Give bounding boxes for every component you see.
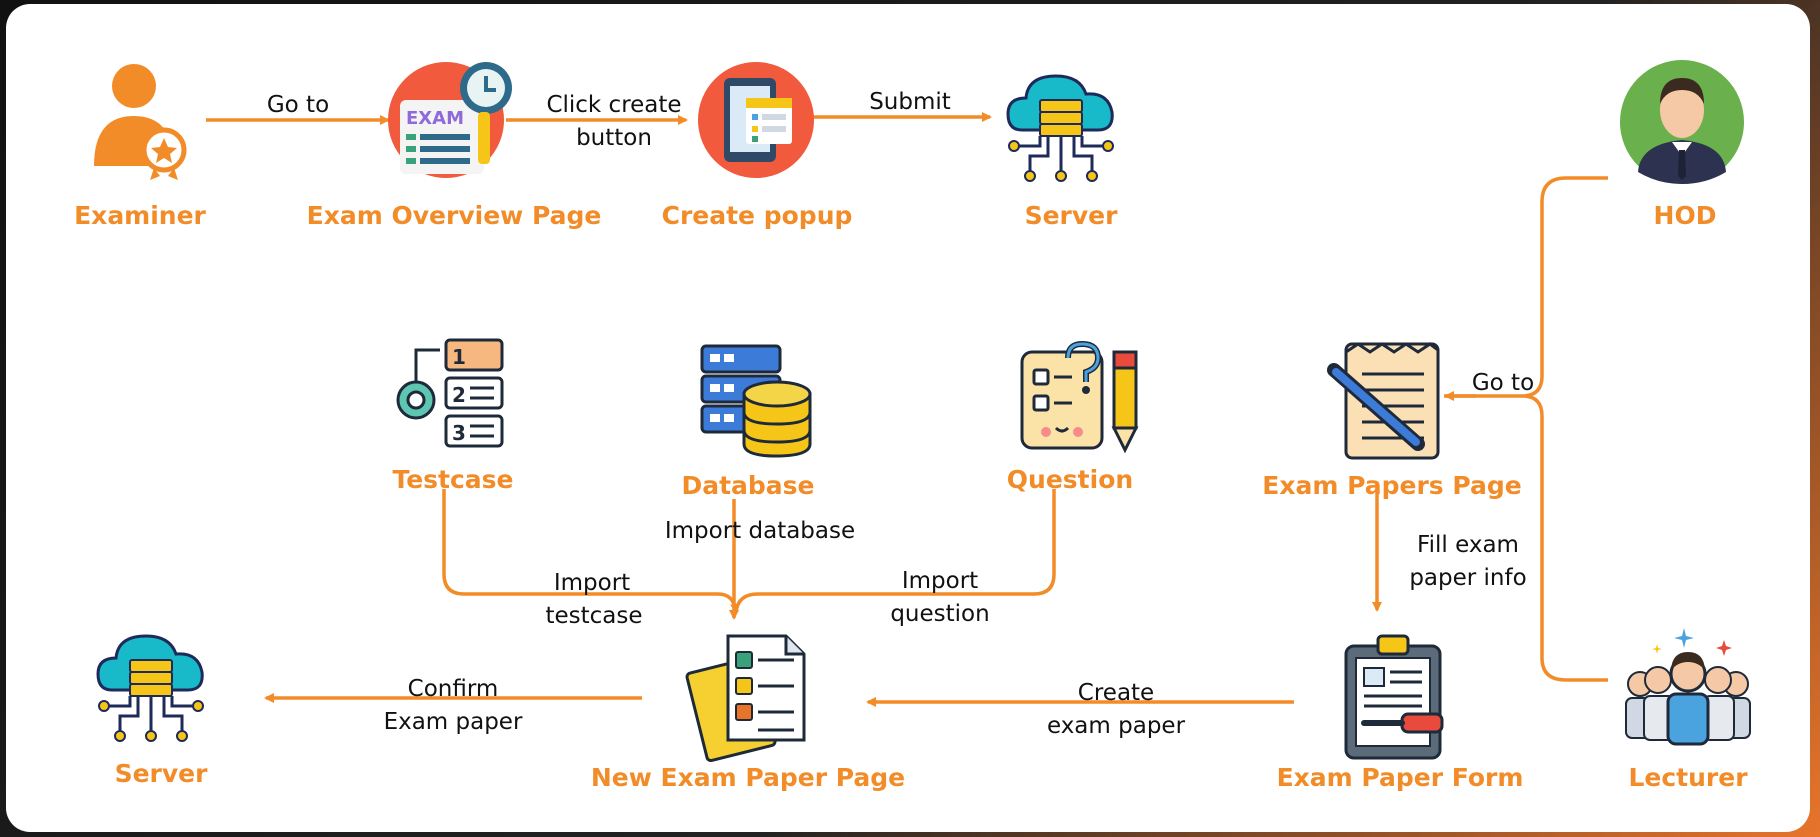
svg-text:EXAM: EXAM [406,108,464,129]
database-server-icon [700,344,812,458]
node-label-lecturer: Lecturer [1628,763,1748,792]
edge-label-click-create-2: button [576,125,652,151]
clipboard-form-icon [1344,634,1444,760]
edge-label-go-to-1: Go to [267,92,329,118]
question-pencil-icon [1020,340,1139,454]
edge-question-to-new [734,489,1056,613]
node-label-exam-papers: Exam Papers Page [1262,471,1522,500]
checklist-document-icon [685,634,806,763]
edge-label-import-question-1: Import [902,568,978,594]
edge-label-import-question-2: question [890,601,989,627]
edge-label-click-create-1: Click create [546,92,681,118]
flow-diagram: EXAM [74,60,1751,792]
node-label-question: Question [1007,465,1133,494]
edge-label-go-to-2: Go to [1472,370,1534,396]
node-label-server-bottom: Server [115,759,209,788]
node-label-server-top: Server [1025,201,1119,230]
edge-label-fill-info-1: Fill exam [1417,532,1519,558]
node-label-testcase: Testcase [392,465,513,494]
node-label-examiner: Examiner [74,201,206,230]
edge-hod-lecturer-bracket [1444,176,1608,682]
node-label-create-popup: Create popup [662,201,853,230]
exam-clock-icon: EXAM [388,62,512,178]
edge-label-import-database: Import database [665,518,855,544]
diagram-card: EXAM [6,4,1810,832]
edge-label-submit: Submit [869,89,951,115]
lecturer-group-icon [1625,628,1751,746]
cloud-server-icon [96,634,204,742]
edge-label-create-exam-paper-2: exam paper [1047,713,1186,739]
examiner-person-badge-icon [94,64,187,180]
edge-label-confirm-2: Exam paper [384,709,523,735]
edge-label-import-testcase-1: Import [554,570,630,596]
svg-text:3: 3 [452,421,466,445]
edge-label-confirm-1: Confirm [408,676,499,702]
node-label-hod: HOD [1654,201,1717,230]
businessman-avatar-icon [1620,60,1744,184]
testcase-list-gear-icon: 1 2 3 [396,338,504,448]
edge-label-fill-info-2: paper info [1409,565,1526,591]
node-label-new-exam-paper: New Exam Paper Page [591,763,905,792]
svg-text:1: 1 [452,345,466,369]
node-label-database: Database [681,471,814,500]
node-label-exam-paper-form: Exam Paper Form [1277,763,1524,792]
cloud-server-icon [1006,74,1114,182]
notepad-pen-icon [1327,342,1440,460]
svg-text:2: 2 [452,383,466,407]
edge-label-create-exam-paper-1: Create [1078,680,1154,706]
edge-label-import-testcase-2: testcase [545,603,642,629]
node-label-exam-overview: Exam Overview Page [307,201,602,230]
tablet-form-icon [698,62,814,178]
